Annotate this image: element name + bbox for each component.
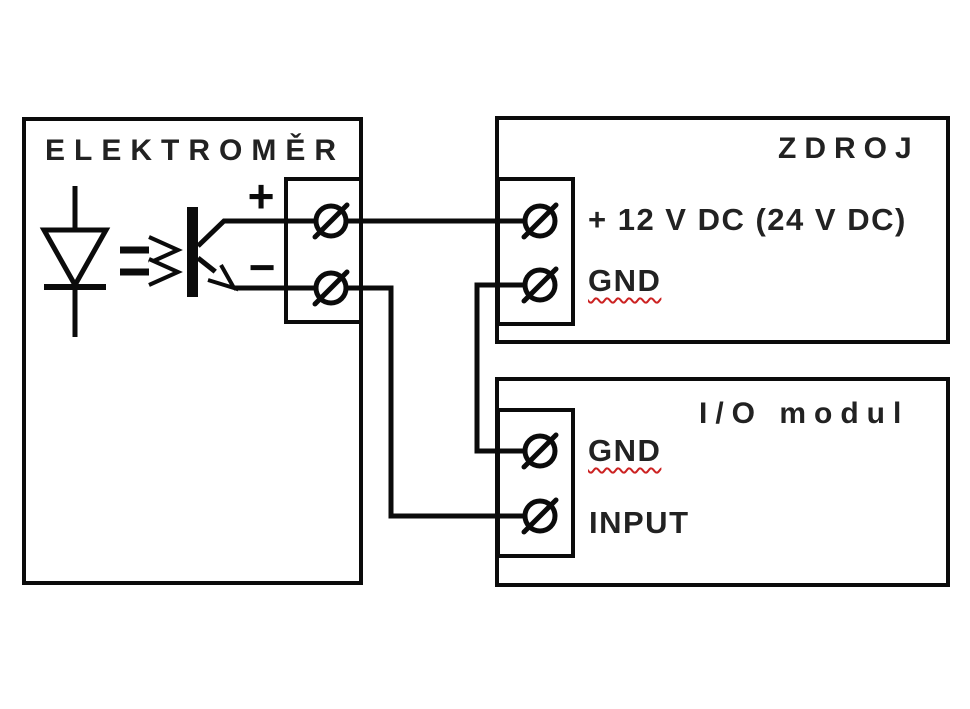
power-supply-title: ZDROJ xyxy=(778,132,920,165)
screw-terminal-icon xyxy=(521,202,559,240)
io-terminal-label-input: INPUT xyxy=(589,505,690,540)
led-diode-icon xyxy=(39,186,111,337)
screw-terminal-icon xyxy=(312,202,350,240)
meter-title: ELEKTROMĚR xyxy=(45,134,345,167)
io-terminal-label-gnd: GND xyxy=(588,433,662,468)
screw-terminal-icon xyxy=(521,497,559,535)
wire-gnd-link xyxy=(474,282,540,454)
screw-terminal-icon xyxy=(312,269,350,307)
io-terminal-block xyxy=(496,408,575,558)
meter-box xyxy=(22,117,363,585)
plus-sign: + xyxy=(247,170,275,222)
supply-terminal-block xyxy=(496,177,575,326)
io-module-title: I/O modul xyxy=(699,397,910,430)
wire-minus-to-input xyxy=(234,285,540,519)
supply-terminal-label-gnd: GND xyxy=(588,263,662,298)
wire-plus-12v xyxy=(196,218,540,248)
supply-terminal-label-12v: + 12 V DC (24 V DC) xyxy=(588,202,907,237)
minus-sign: − xyxy=(248,241,276,293)
screw-terminal-icon xyxy=(521,432,559,470)
screw-terminal-icon xyxy=(521,266,559,304)
light-arrows-icon xyxy=(120,235,183,287)
phototransistor-icon xyxy=(187,207,239,297)
